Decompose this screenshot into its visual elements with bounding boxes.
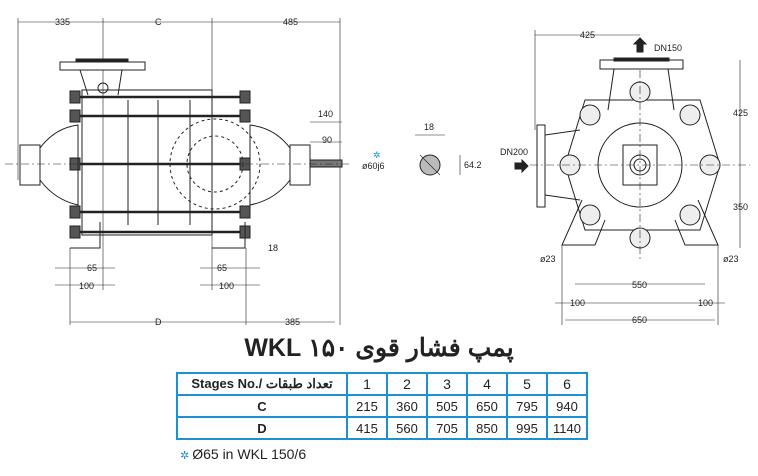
dim-650: 650: [632, 315, 647, 325]
dim-100-left: 100: [79, 281, 94, 291]
dim-140: 140: [318, 109, 333, 119]
hole-left: ø23: [540, 254, 556, 264]
stage-cell: 3: [426, 372, 468, 396]
dim-100-right-end: 100: [698, 298, 713, 308]
side-view-geometry: [5, 18, 350, 325]
dim-18: 18: [268, 243, 278, 253]
dim-90: 90: [322, 135, 332, 145]
star-icon: ✲: [180, 450, 190, 462]
side-view-labels: 335 C 485 140 90 ø60j6 ✲ 18 65 65 100 10…: [55, 17, 385, 327]
stages-header: Stages No./ تعداد طبقات: [176, 372, 348, 396]
key-section-geometry: [415, 134, 461, 176]
dim-425-right: 425: [733, 108, 748, 118]
key-dim-18: 18: [424, 122, 434, 132]
footnote-text: Ø65 in WKL 150/6: [192, 446, 307, 462]
dim-65-right: 65: [217, 263, 227, 273]
value-cell: 415: [346, 416, 388, 440]
stage-cell: 6: [546, 372, 588, 396]
dim-485: 485: [283, 17, 298, 27]
value-cell: 995: [506, 416, 548, 440]
key-dim-64-2: 64.2: [464, 160, 482, 170]
dim-550: 550: [632, 280, 647, 290]
value-cell: 360: [386, 394, 428, 418]
dim-65-left: 65: [87, 263, 97, 273]
row-label: D: [176, 416, 348, 440]
dim-335: 335: [55, 17, 70, 27]
table-row: C 215 360 505 650 795 940: [176, 394, 588, 418]
dim-shaft-diameter: ø60j6: [362, 161, 385, 171]
end-view-labels: 425 DN150 425 DN200 350 ø23 ø23 550 100 …: [500, 30, 748, 325]
dim-c: C: [155, 17, 162, 27]
dim-350: 350: [733, 202, 748, 212]
stage-cell: 4: [466, 372, 508, 396]
value-cell: 1140: [546, 416, 588, 440]
value-cell: 940: [546, 394, 588, 418]
dim-425-top: 425: [580, 30, 595, 40]
table-header-row: Stages No./ تعداد طبقات 1 2 3 4 5 6: [176, 372, 588, 396]
dimension-table: Stages No./ تعداد طبقات 1 2 3 4 5 6 C 21…: [176, 372, 588, 440]
value-cell: 505: [426, 394, 468, 418]
inlet-dn200: DN200: [500, 147, 528, 157]
row-label: C: [176, 394, 348, 418]
value-cell: 560: [386, 416, 428, 440]
hole-right: ø23: [723, 254, 739, 264]
dim-100-right: 100: [219, 281, 234, 291]
stage-cell: 2: [386, 372, 428, 396]
footnote: ✲Ø65 in WKL 150/6: [180, 446, 306, 462]
stage-cell: 1: [346, 372, 388, 396]
table-row: D 415 560 705 850 995 1140: [176, 416, 588, 440]
star-icon: ✲: [373, 150, 381, 160]
stage-cell: 5: [506, 372, 548, 396]
page-title: پمپ فشار قوی ۱۵۰ WKL: [244, 334, 514, 362]
value-cell: 850: [466, 416, 508, 440]
value-cell: 650: [466, 394, 508, 418]
value-cell: 705: [426, 416, 468, 440]
dim-100-left-end: 100: [570, 298, 585, 308]
outlet-dn150: DN150: [654, 43, 682, 53]
value-cell: 795: [506, 394, 548, 418]
dim-385: 385: [285, 317, 300, 327]
dim-d: D: [155, 317, 162, 327]
end-view-geometry: [514, 30, 750, 325]
value-cell: 215: [346, 394, 388, 418]
